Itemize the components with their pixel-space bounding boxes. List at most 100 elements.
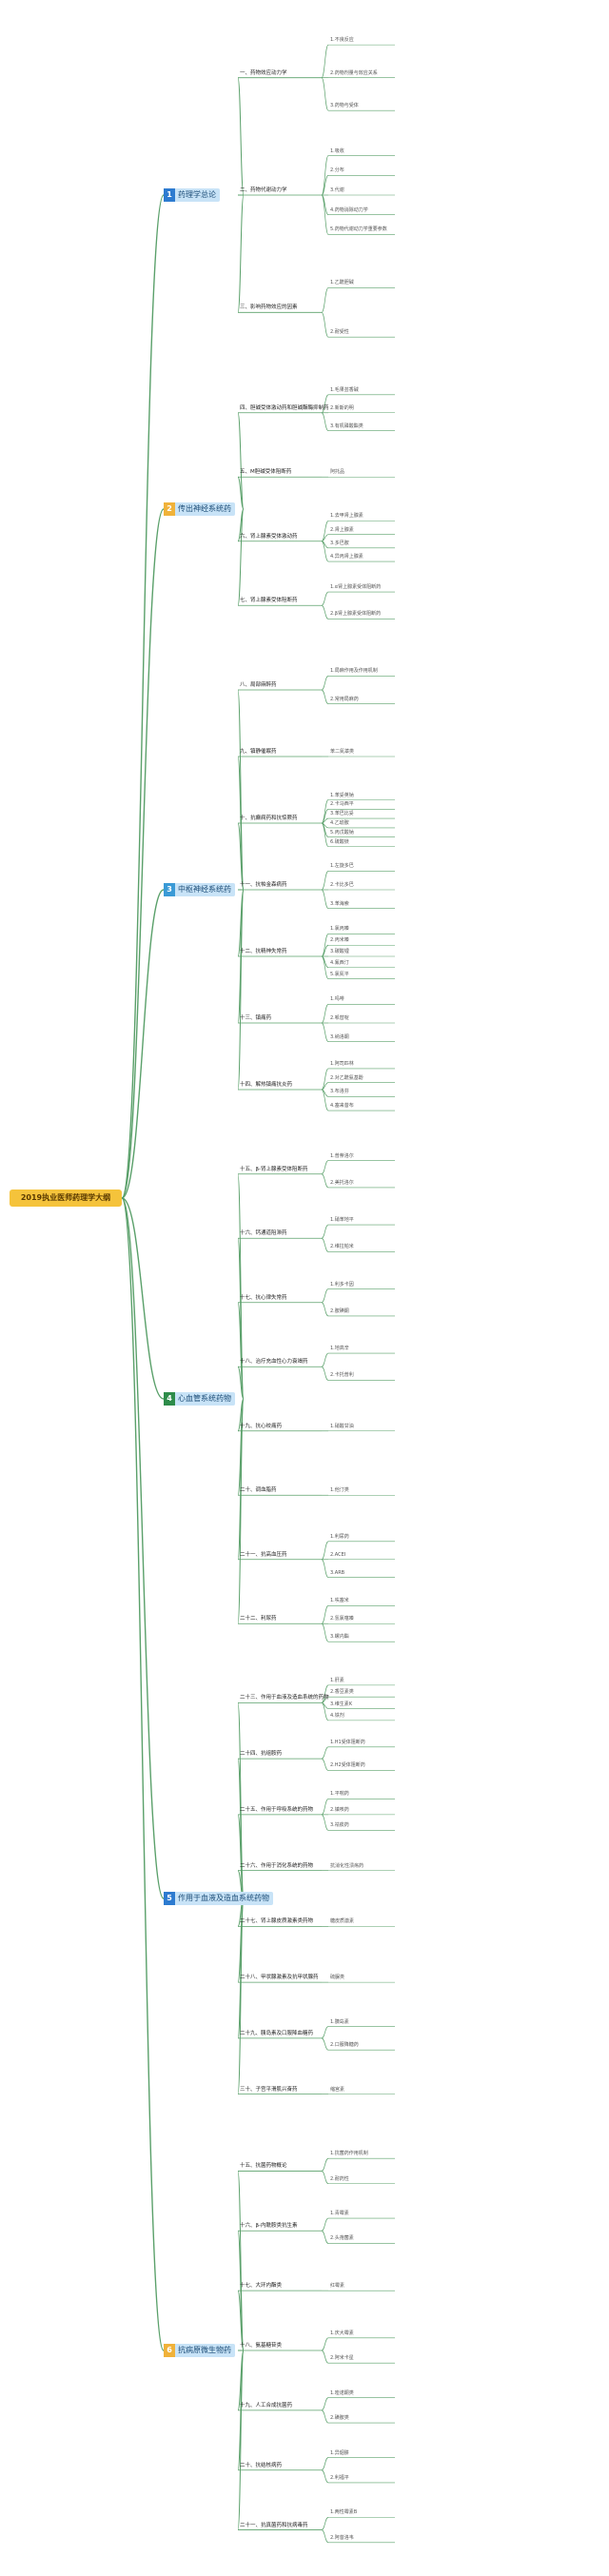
item-label: 1.硝苯地平 — [330, 1217, 354, 1224]
item-label: 2.香豆素类 — [330, 1689, 354, 1696]
item-label: 4.氟西汀 — [330, 959, 349, 966]
item-label: 2.肾上腺素 — [330, 526, 354, 533]
item-label: 2.耐受性 — [330, 329, 349, 336]
section-label: 二十、抗结核病药 — [240, 2462, 283, 2468]
item-label: 4.异丙肾上腺素 — [330, 554, 363, 560]
item-label: 2.ACEI — [330, 1551, 346, 1558]
section-label: 五、M胆碱受体阻断药 — [240, 469, 292, 476]
item-label: 1.苯妥英钠 — [330, 792, 354, 798]
section-label: 十三、镇痛药 — [240, 1015, 272, 1021]
branch-label: 药理学总论 — [178, 190, 216, 199]
item-label: 5.丙戊酸钠 — [330, 829, 354, 836]
section-label: 十六、β-内酰胺类抗生素 — [240, 2223, 298, 2230]
item-label: 1.氯丙嗪 — [330, 926, 349, 933]
item-label: 1.利尿药 — [330, 1533, 349, 1540]
item-label: 1.喹诺酮类 — [330, 2389, 354, 2396]
item-label: 3.螺内酯 — [330, 1634, 349, 1641]
item-label: 1.利多卡因 — [330, 1281, 354, 1288]
item-label: 2.口服降糖药 — [330, 2042, 359, 2049]
section-label: 十四、解热镇痛抗炎药 — [240, 1082, 293, 1088]
item-label: 2.β肾上腺素受体阻断药 — [330, 611, 381, 618]
item-label: 3.苯巴比妥 — [330, 811, 354, 817]
item-label: 2.耐药性 — [330, 2175, 349, 2182]
item-label: 3.ARB — [330, 1569, 345, 1576]
item-label: 3.有机磷酸酯类 — [330, 423, 363, 429]
item-label: 1.胰岛素 — [330, 2018, 349, 2025]
branch-number: 3 — [164, 883, 175, 896]
section-label: 二、药物代谢动力学 — [240, 187, 287, 193]
item-label: 4.药物消除动力学 — [330, 206, 368, 213]
item-label: 2.对乙酰氨基酚 — [330, 1074, 363, 1081]
item-label: 1.平喘药 — [330, 1791, 349, 1798]
item-label: 1.α肾上腺素受体阻断药 — [330, 584, 382, 591]
item-label: 2.新斯的明 — [330, 404, 354, 411]
item-label: 1.局麻作用及作用机制 — [330, 668, 378, 675]
item-label: 缩宫素 — [330, 2086, 345, 2093]
branch-number: 2 — [164, 502, 175, 516]
item-label: 1.他汀类 — [330, 1487, 349, 1494]
item-label: 1.肝素 — [330, 1677, 344, 1683]
item-label: 2.头孢菌素 — [330, 2235, 354, 2242]
item-label: 2.卡托普利 — [330, 1372, 354, 1379]
section-label: 十八、治疗充血性心力衰竭药 — [240, 1359, 308, 1366]
item-label: 2.磺胺类 — [330, 2415, 349, 2422]
item-label: 2.阿昔洛韦 — [330, 2534, 354, 2541]
section-label: 六、肾上腺素受体激动药 — [240, 533, 298, 540]
section-label: 三十、子宫平滑肌兴奋药 — [240, 2086, 298, 2093]
section-label: 二十一、抗真菌药和抗病毒药 — [240, 2522, 308, 2528]
section-label: 二十九、胰岛素及口服降血糖药 — [240, 2030, 314, 2036]
branch-number: 5 — [164, 1892, 175, 1905]
section-label: 二十二、利尿药 — [240, 1616, 277, 1622]
item-label: 3.多巴胺 — [330, 540, 349, 546]
item-label: 1.去甲肾上腺素 — [330, 513, 363, 520]
branch-label: 心血管系统药物 — [178, 1394, 231, 1403]
item-label: 2.维拉帕米 — [330, 1244, 354, 1250]
item-label: 1.抗菌药作用机制 — [330, 2151, 368, 2157]
item-label: 1.地高辛 — [330, 1346, 349, 1352]
branch-number: 4 — [164, 1392, 175, 1406]
item-label: 1.H1受体阻断药 — [330, 1739, 365, 1745]
item-label: 5.氯氮平 — [330, 971, 349, 977]
item-label: 1.乙酰胆碱 — [330, 280, 354, 286]
item-label: 硫脲类 — [330, 1975, 345, 1981]
item-label: 3.布洛芬 — [330, 1089, 349, 1095]
item-label: 1.左旋多巴 — [330, 863, 354, 870]
section-label: 八、局部麻醉药 — [240, 682, 277, 688]
root-title: 2019执业医师药理学大纲 — [10, 1190, 122, 1207]
item-label: 1.呋塞米 — [330, 1598, 349, 1604]
section-label: 七、肾上腺素受体阻断药 — [240, 598, 298, 604]
item-label: 2.胺碘酮 — [330, 1308, 349, 1314]
item-label: 6.硫酸镁 — [330, 838, 349, 845]
section-label: 十九、抗心绞痛药 — [240, 1423, 283, 1429]
item-label: 2.美托洛尔 — [330, 1179, 354, 1186]
section-label: 九、镇静催眠药 — [240, 749, 277, 755]
item-label: 1.不良反应 — [330, 37, 354, 44]
branch-label: 传出神经系统药 — [178, 504, 231, 513]
item-label: 2.卡马西平 — [330, 801, 354, 808]
item-label: 3.代谢 — [330, 187, 344, 193]
item-label: 2.分布 — [330, 167, 344, 174]
item-label: 红霉素 — [330, 2283, 345, 2290]
item-label: 2.阿米卡星 — [330, 2355, 354, 2362]
item-label: 1.庆大霉素 — [330, 2330, 354, 2336]
section-label: 二十一、抗高血压药 — [240, 1551, 287, 1558]
item-label: 3.祛痰药 — [330, 1822, 349, 1829]
item-label: 2.H2受体阻断药 — [330, 1762, 365, 1769]
item-label: 2.丙米嗪 — [330, 937, 349, 944]
branch-label: 中枢神经系统药 — [178, 885, 231, 894]
item-label: 4.乙琥胺 — [330, 819, 349, 826]
item-label: 1.青霉素 — [330, 2211, 349, 2217]
item-label: 5.药物代谢动力学重要参数 — [330, 226, 387, 233]
item-label: 3.纳洛酮 — [330, 1033, 349, 1040]
item-label: 3.苯海索 — [330, 900, 349, 907]
section-label: 四、胆碱受体激动药和胆碱酯酶抑制药 — [240, 404, 329, 411]
section-label: 十二、抗精神失常药 — [240, 949, 287, 954]
item-label: 1.阿司匹林 — [330, 1060, 354, 1067]
item-label: 阿托品 — [330, 469, 345, 476]
item-label: 2.药物剂量与效应关系 — [330, 69, 378, 76]
